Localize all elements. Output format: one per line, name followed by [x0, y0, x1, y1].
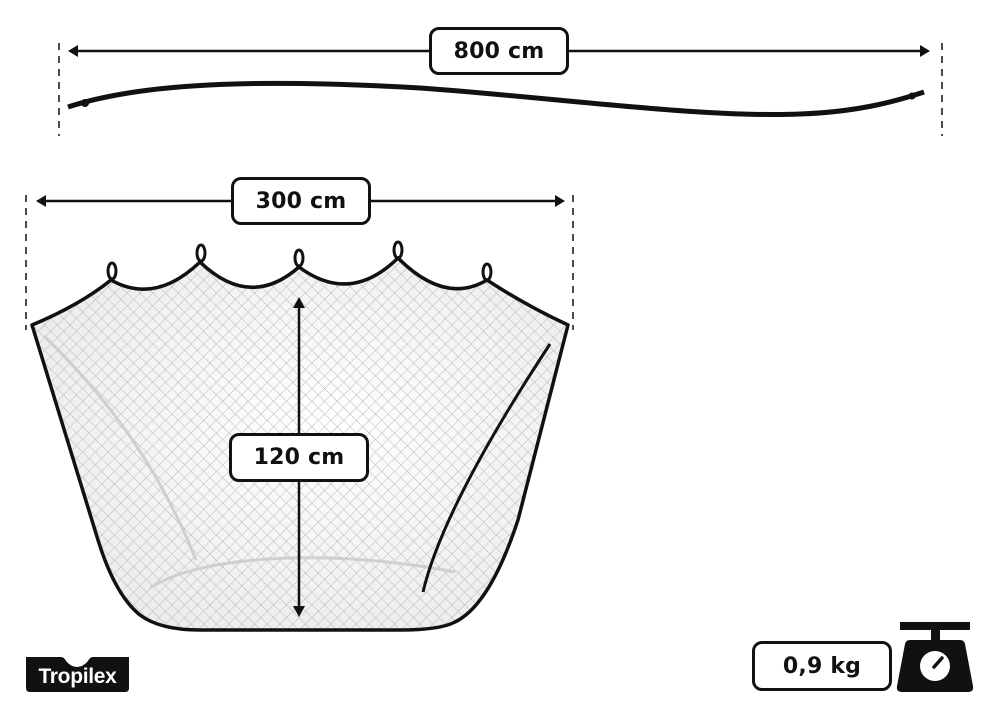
net-fold-right [421, 343, 552, 593]
rope-knot-left [81, 99, 89, 107]
brand-name: Tropilex [38, 665, 117, 688]
attachment-loops [106, 240, 493, 282]
scale-icon [896, 622, 974, 692]
net-outline [30, 256, 570, 632]
rope-dimension [58, 43, 943, 136]
weight-label: 0,9 kg [752, 641, 892, 691]
attachment-loop [195, 243, 207, 263]
arrowhead-left-icon [36, 195, 46, 207]
width-dimension [25, 195, 574, 330]
net-width-label: 300 cm [231, 177, 371, 225]
rope [67, 80, 925, 118]
arrowhead-right-icon [555, 195, 565, 207]
attachment-loop [392, 240, 404, 260]
arrowhead-up-icon [293, 297, 305, 308]
rope-knot-right [908, 92, 916, 100]
arrowhead-down-icon [293, 606, 305, 617]
arrowhead-right-icon [920, 45, 930, 57]
net-depth-label: 120 cm [229, 433, 369, 482]
attachment-loop [481, 262, 493, 282]
attachment-loop [106, 261, 118, 281]
brand-logo: Tropilex [26, 655, 129, 692]
rope-length-label: 800 cm [429, 27, 569, 75]
net-fold-bottom [149, 556, 456, 590]
arrowhead-left-icon [68, 45, 78, 57]
depth-dimension [293, 297, 305, 617]
logo-badge [26, 657, 129, 692]
attachment-loop [293, 248, 305, 268]
net-fold-left [42, 334, 198, 561]
